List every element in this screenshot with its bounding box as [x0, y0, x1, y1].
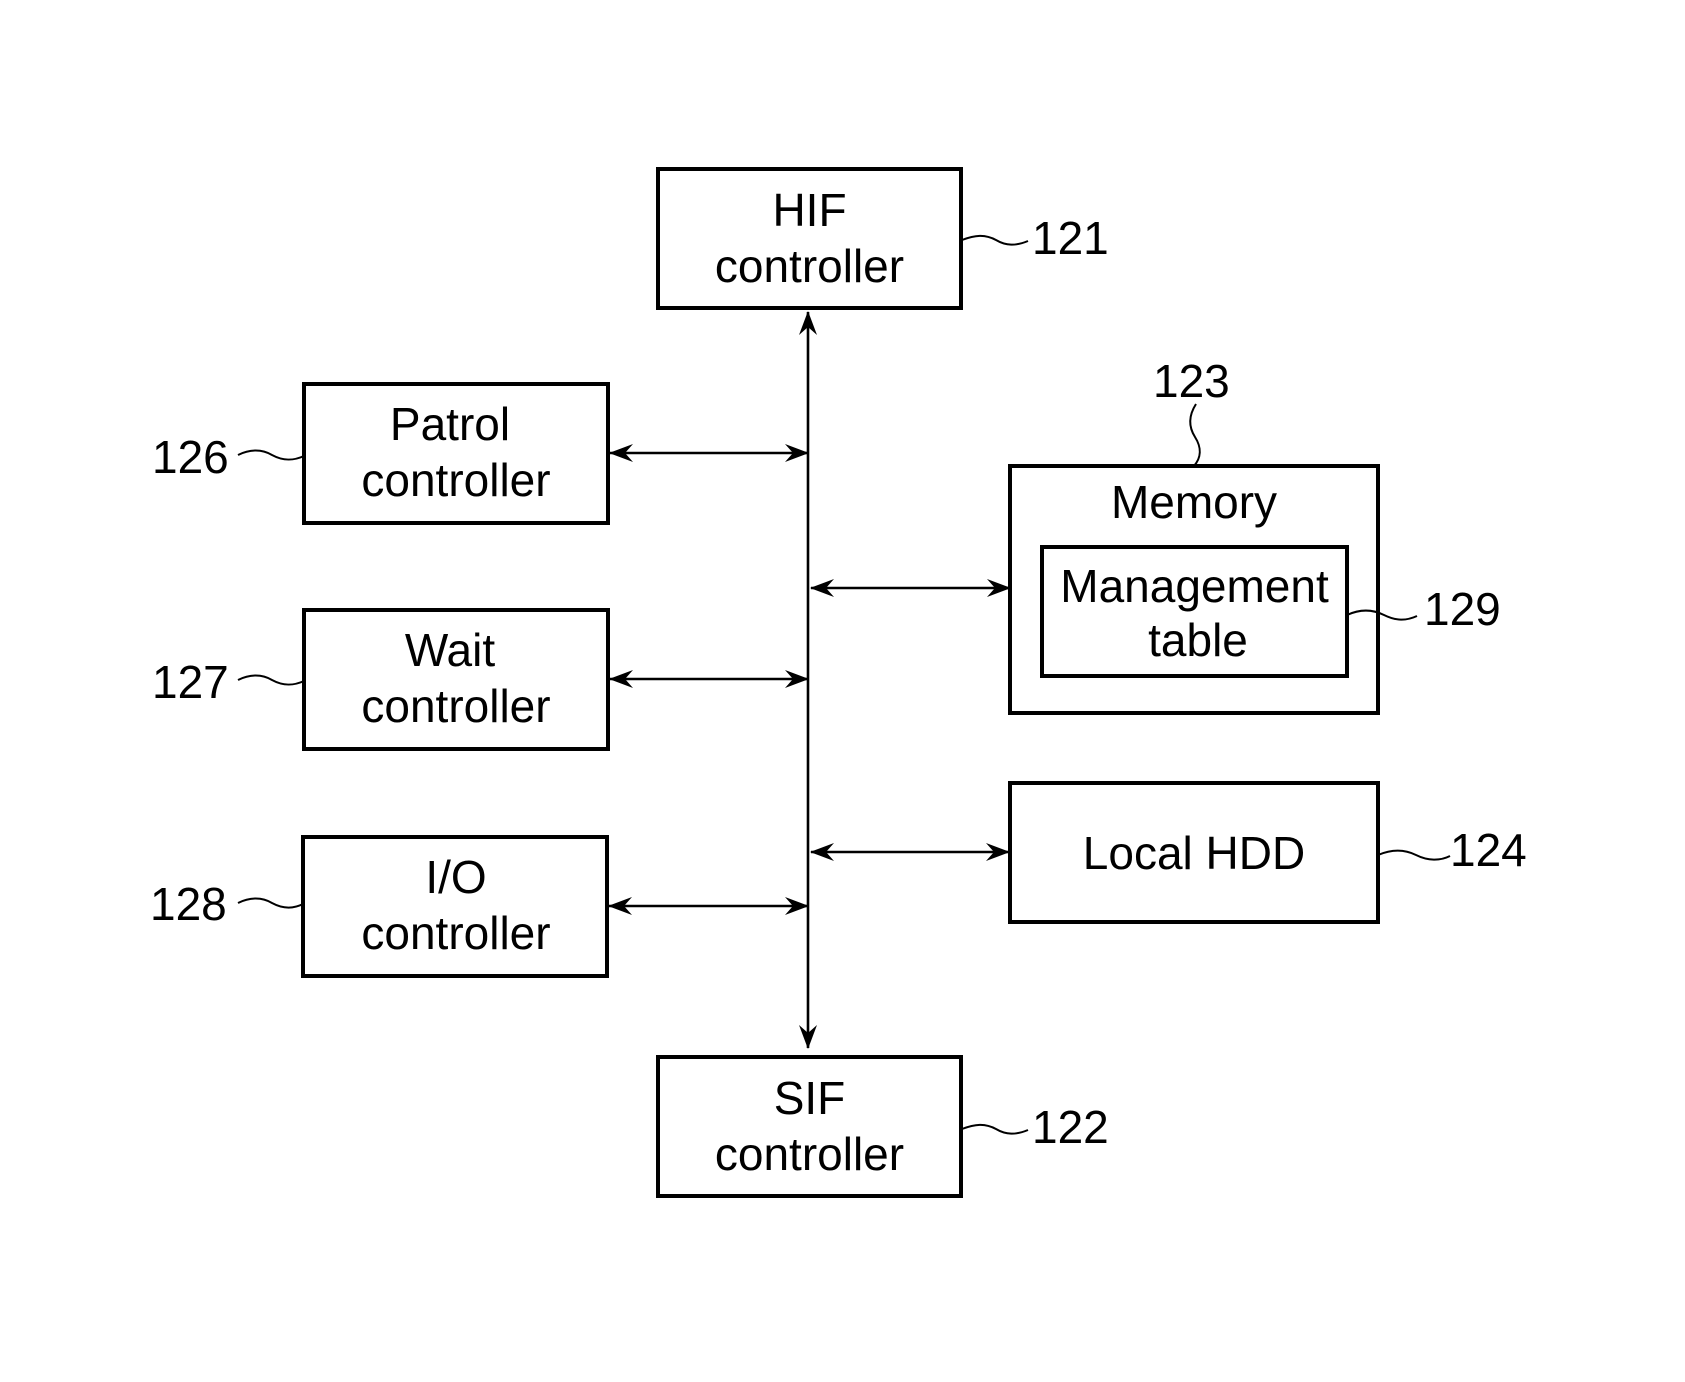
management-table-block: Management table [1042, 547, 1347, 676]
sif-controller-line2: controller [715, 1128, 904, 1180]
io-controller-block: I/O controller [303, 837, 607, 976]
sif-ref-leader [962, 1125, 1028, 1134]
patrol-ref-number: 126 [152, 431, 229, 483]
local-hdd-block: Local HDD [1010, 783, 1378, 922]
io-controller-line1: I/O [425, 851, 486, 903]
io-ref-number: 128 [150, 878, 227, 930]
hif-ref-number: 121 [1032, 212, 1109, 264]
patrol-controller-block: Patrol controller [304, 384, 608, 523]
io-ref-leader [238, 899, 303, 908]
hif-controller-line1: HIF [772, 184, 846, 236]
hif-controller-block: HIF controller [658, 169, 961, 308]
local-hdd-ref-number: 124 [1450, 824, 1527, 876]
sif-ref-number: 122 [1032, 1101, 1109, 1153]
management-table-line1: Management [1060, 560, 1329, 612]
memory-block: Memory Management table [1010, 466, 1378, 713]
wait-ref-number: 127 [152, 656, 229, 708]
memory-ref-number: 123 [1153, 355, 1230, 407]
management-table-line2: table [1148, 614, 1248, 666]
wait-controller-line1: Wait [405, 624, 496, 676]
memory-ref-leader [1190, 404, 1200, 466]
wait-controller-block: Wait controller [304, 610, 608, 749]
hif-controller-line2: controller [715, 240, 904, 292]
memory-label: Memory [1111, 476, 1277, 528]
patrol-controller-line2: controller [361, 454, 550, 506]
wait-ref-leader [238, 676, 304, 685]
sif-controller-block: SIF controller [658, 1057, 961, 1196]
patrol-ref-leader [238, 451, 304, 460]
local-hdd-ref-leader [1378, 851, 1450, 860]
management-table-ref-number: 129 [1424, 583, 1501, 635]
sif-controller-line1: SIF [774, 1072, 846, 1124]
hif-ref-leader [962, 236, 1028, 245]
wait-controller-line2: controller [361, 680, 550, 732]
local-hdd-label: Local HDD [1083, 827, 1305, 879]
io-controller-line2: controller [361, 907, 550, 959]
patrol-controller-line1: Patrol [390, 398, 510, 450]
